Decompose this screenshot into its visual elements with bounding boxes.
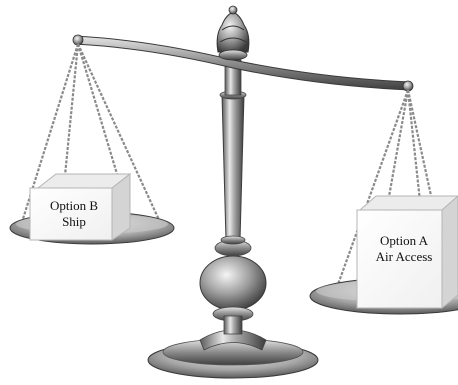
- option-b-mode: Ship: [62, 214, 86, 229]
- option-b-box: [29, 172, 132, 241]
- crown-finial: [216, 5, 250, 61]
- option-b-title: Option B: [49, 198, 99, 213]
- scale-base: [147, 329, 319, 379]
- option-a-box: [356, 195, 458, 310]
- scale-column: [219, 59, 247, 245]
- option-a-mode: Air Access: [375, 249, 433, 264]
- column-knob: [199, 239, 267, 335]
- option-a-title: Option A: [379, 233, 429, 248]
- option-b-label: Option B Ship: [28, 198, 120, 230]
- option-a-label: Option A Air Access: [358, 233, 450, 265]
